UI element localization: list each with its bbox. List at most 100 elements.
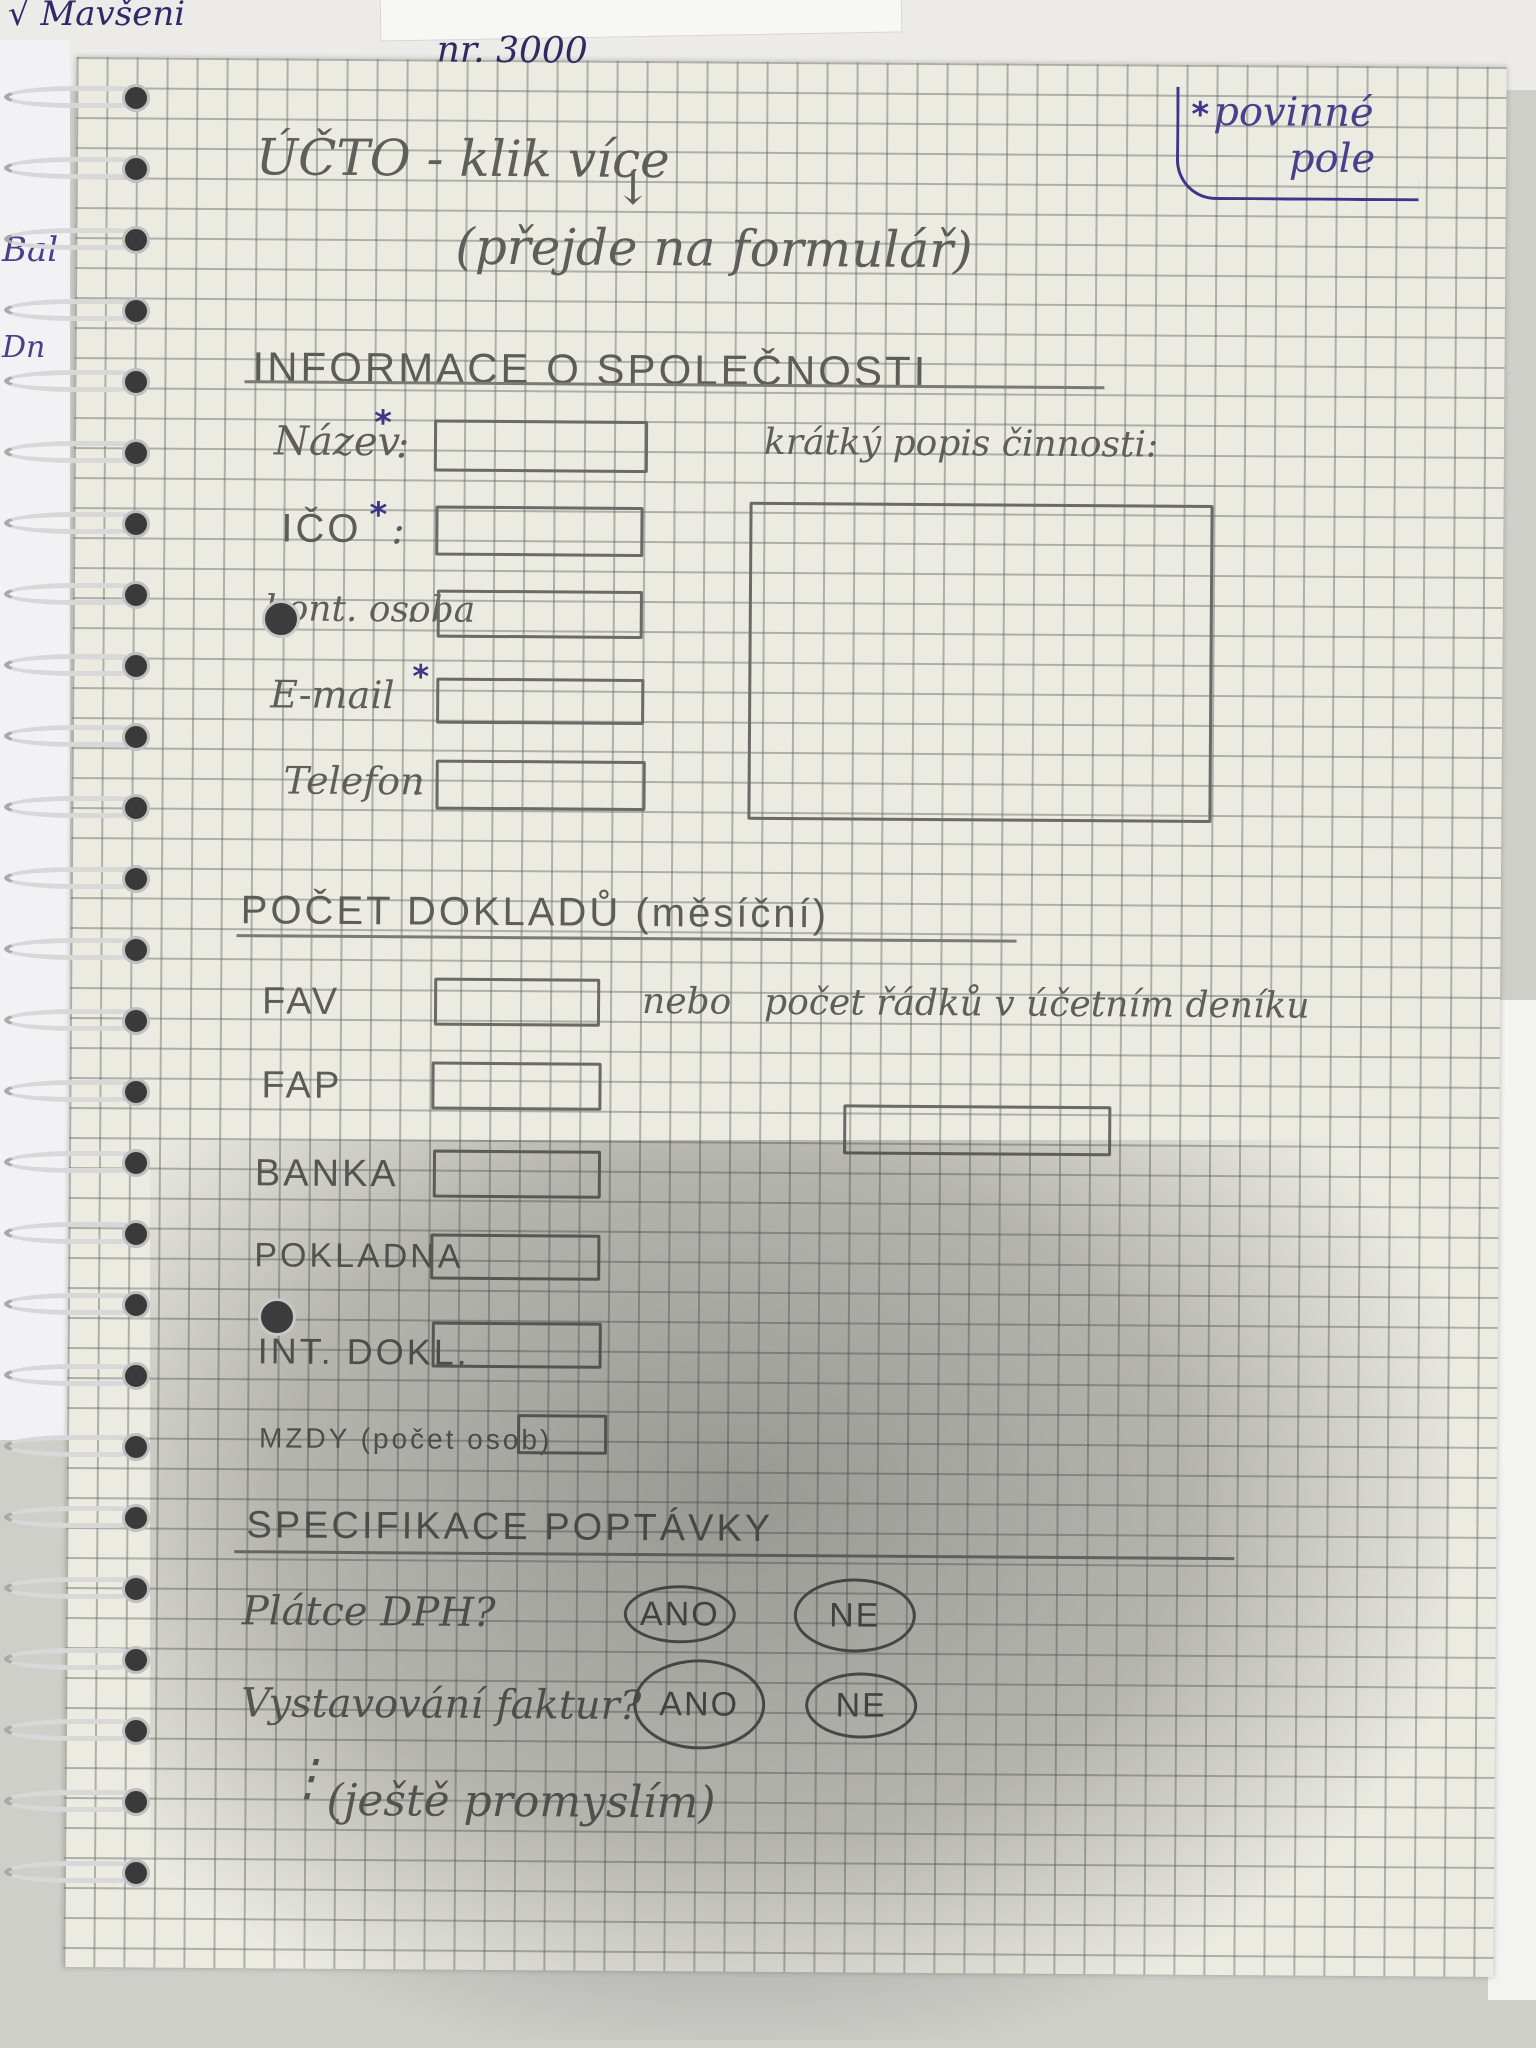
spiral-coil: [4, 861, 154, 897]
fav-count-input[interactable]: [433, 977, 601, 1027]
spiral-coil: [4, 1784, 154, 1820]
spiral-coil: [4, 222, 154, 258]
company-phone-input[interactable]: [435, 759, 646, 812]
spiral-coil: [4, 1713, 154, 1749]
coil-hole: [122, 1291, 150, 1319]
punch-hole: [258, 1298, 296, 1336]
coil-hole: [122, 439, 150, 467]
spiral-coil: [4, 1855, 154, 1891]
or-text: nebo: [641, 981, 732, 1023]
coil-hole: [122, 226, 150, 254]
doc-label-bank: BANKA: [254, 1152, 399, 1196]
journal-rows-input[interactable]: [843, 1104, 1112, 1157]
background-note-text: √ Mavšeni: [8, 0, 186, 34]
question-label-invoicing: Vystavování faktur?: [241, 1680, 642, 1730]
coil-hole: [122, 794, 150, 822]
required-star: *: [1191, 94, 1210, 135]
bank-count-input[interactable]: [432, 1149, 602, 1199]
grid-paper-sheet: nr. 3000 * povinné pole ÚČTO - klik více…: [63, 30, 1507, 1977]
spiral-coil: [4, 506, 154, 542]
spiral-coil: [4, 932, 154, 968]
vat-no-option[interactable]: NE: [793, 1578, 917, 1653]
spiral-binding: [0, 80, 160, 1900]
spiral-coil: [4, 1571, 154, 1607]
spiral-coil: [4, 1216, 154, 1252]
question-label-vat: Plátce DPH?: [241, 1588, 496, 1636]
company-contact-input[interactable]: [436, 589, 643, 639]
internal-count-input[interactable]: [431, 1321, 602, 1369]
coil-hole: [122, 1433, 150, 1461]
spiral-coil: [4, 1074, 154, 1110]
spiral-coil: [4, 1642, 154, 1678]
field-colon-contact: :: [406, 589, 420, 631]
spiral-coil: [4, 1145, 154, 1181]
coil-hole: [122, 84, 150, 112]
spiral-coil: [4, 1358, 154, 1394]
documents-section-heading: POČET DOKLADŮ (měsíční): [240, 888, 830, 937]
spiral-coil: [4, 1287, 154, 1323]
field-label-ico: IČO: [281, 506, 362, 552]
coil-hole: [122, 368, 150, 396]
company-ico-input[interactable]: [435, 505, 644, 557]
company-section-heading: INFORMACE O SPOLEČNOSTI: [252, 343, 929, 395]
vat-yes-option[interactable]: ANO: [623, 1584, 737, 1644]
request-section-rule: [234, 1550, 1235, 1561]
coil-hole: [122, 155, 150, 183]
description-label: krátký popis činnosti:: [763, 421, 1159, 466]
field-label-phone: Telefon: [283, 758, 425, 804]
coil-hole: [122, 297, 150, 325]
required-star-name: *: [373, 403, 393, 444]
spiral-coil: [4, 80, 154, 116]
spiral-coil: [4, 1500, 154, 1536]
coil-hole: [122, 936, 150, 964]
doc-label-payroll: MZDY (počet osob): [258, 1422, 553, 1456]
page-subtitle: (přejde na formulář): [455, 217, 973, 280]
company-name-input[interactable]: [433, 419, 649, 474]
spiral-coil: [4, 648, 154, 684]
required-note: * povinné pole: [1175, 86, 1420, 202]
spiral-coil: [4, 719, 154, 755]
journal-rows-label: počet řádků v účetním deníku: [763, 981, 1310, 1027]
coil-hole: [122, 865, 150, 893]
cash-count-input[interactable]: [430, 1233, 601, 1281]
spiral-coil: [4, 364, 154, 400]
spiral-coil: [4, 1429, 154, 1465]
company-email-input[interactable]: [436, 677, 645, 726]
coil-hole: [122, 1078, 150, 1106]
coil-hole: [122, 1504, 150, 1532]
coil-hole: [122, 1575, 150, 1603]
required-note-line2: pole: [1288, 135, 1376, 183]
field-colon-ico: :: [391, 507, 406, 554]
spiral-coil: [4, 293, 154, 329]
coil-hole: [122, 1859, 150, 1887]
coil-hole: [122, 1717, 150, 1745]
field-colon-phone: :: [411, 759, 425, 804]
coil-hole: [122, 1149, 150, 1177]
coil-hole: [122, 1646, 150, 1674]
left-scrap-text-2: Dn: [2, 330, 46, 365]
spiral-coil: [4, 577, 154, 613]
required-star-ico: *: [369, 495, 388, 536]
field-colon-name: :: [395, 421, 410, 468]
coil-hole: [122, 1362, 150, 1390]
arrow-down-icon: ↓: [613, 160, 653, 216]
description-textarea[interactable]: [747, 501, 1214, 823]
spiral-coil: [4, 151, 154, 187]
required-star-email: *: [412, 657, 430, 696]
doc-label-fap: FAP: [261, 1064, 343, 1107]
coil-hole: [122, 510, 150, 538]
spiral-coil: [4, 435, 154, 471]
fap-count-input[interactable]: [431, 1061, 602, 1111]
coil-hole: [122, 1007, 150, 1035]
required-note-line1: povinné: [1213, 88, 1374, 137]
spiral-coil: [4, 1003, 154, 1039]
more-note: (ještě promyslím): [326, 1774, 716, 1829]
payroll-count-input[interactable]: [516, 1414, 608, 1455]
invoicing-yes-option[interactable]: ANO: [632, 1658, 766, 1750]
invoicing-no-option[interactable]: NE: [804, 1672, 918, 1739]
coil-hole: [122, 723, 150, 751]
coil-hole: [122, 652, 150, 680]
coil-hole: [122, 1788, 150, 1816]
spiral-coil: [4, 790, 154, 826]
